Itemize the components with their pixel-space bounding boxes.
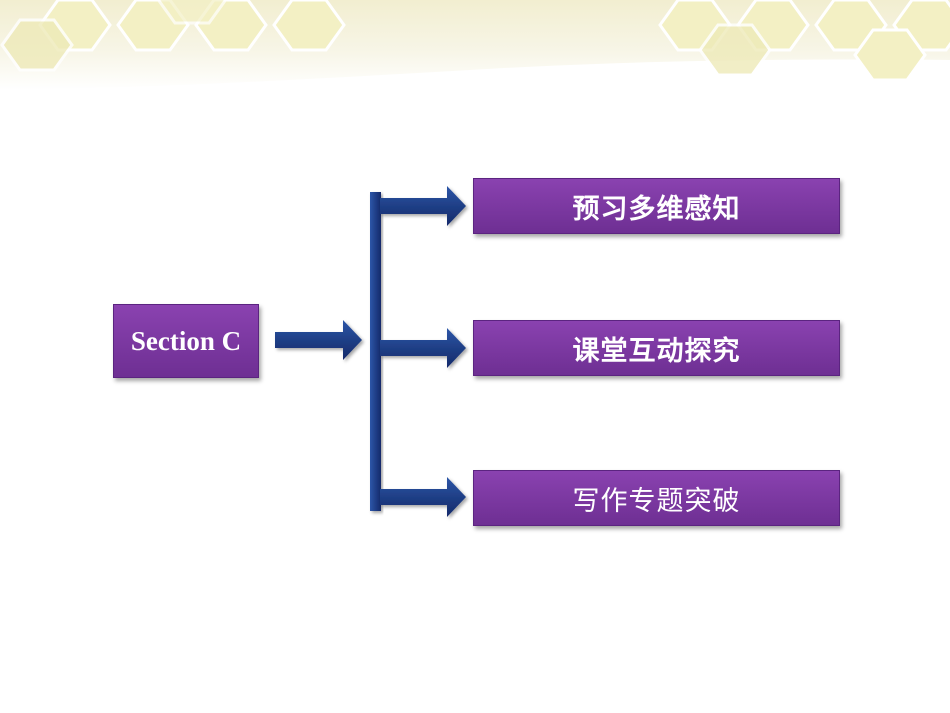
source-arrow (275, 320, 362, 360)
branch-arrow-2 (380, 328, 466, 368)
classroom-box[interactable]: 课堂互动探究 (473, 320, 840, 376)
branch-arrow-3 (380, 477, 466, 517)
preview-box[interactable]: 预习多维感知 (473, 178, 840, 234)
writing-box[interactable]: 写作专题突破 (473, 470, 840, 526)
writing-label: 写作专题突破 (572, 485, 741, 517)
classroom-label: 课堂互动探究 (572, 335, 741, 367)
section-c-label: Section C (130, 325, 242, 356)
branch-arrow-1 (380, 186, 466, 226)
section-c-box[interactable]: Section C (113, 304, 259, 378)
preview-label: 预习多维感知 (572, 193, 741, 225)
vertical-connector-bar (370, 192, 381, 511)
header-honeycomb-band (0, 0, 950, 90)
